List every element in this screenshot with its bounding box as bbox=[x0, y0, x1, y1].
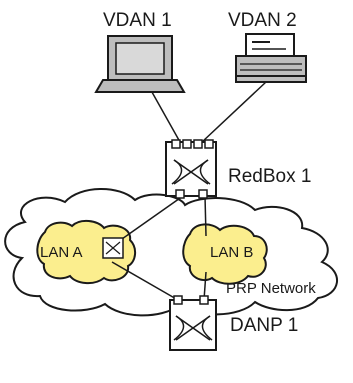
link-vdan2-redbox bbox=[201, 81, 267, 143]
link-vdan1-redbox bbox=[147, 84, 181, 143]
link-redbox-lan-a bbox=[111, 195, 184, 247]
network-label: PRP Network bbox=[226, 280, 316, 297]
computer-icon bbox=[94, 35, 186, 93]
lan-a-label: LAN A bbox=[40, 244, 83, 261]
redbox-switch-icon bbox=[165, 139, 217, 199]
redbox-label: RedBox 1 bbox=[228, 166, 311, 187]
vdan1-label: VDAN 1 bbox=[103, 10, 172, 31]
danp-label: DANP 1 bbox=[230, 315, 298, 336]
vdan2-label: VDAN 2 bbox=[228, 10, 297, 31]
lan-b-label: LAN B bbox=[210, 244, 253, 261]
lan-a-switch-icon bbox=[102, 237, 124, 259]
link-redbox-lan-b bbox=[204, 195, 207, 237]
danp-switch-icon bbox=[169, 295, 217, 351]
printer-icon bbox=[235, 33, 307, 83]
lan-a-region bbox=[36, 220, 136, 284]
lan-b-region bbox=[182, 223, 268, 285]
link-lan-a-danp bbox=[111, 261, 179, 301]
